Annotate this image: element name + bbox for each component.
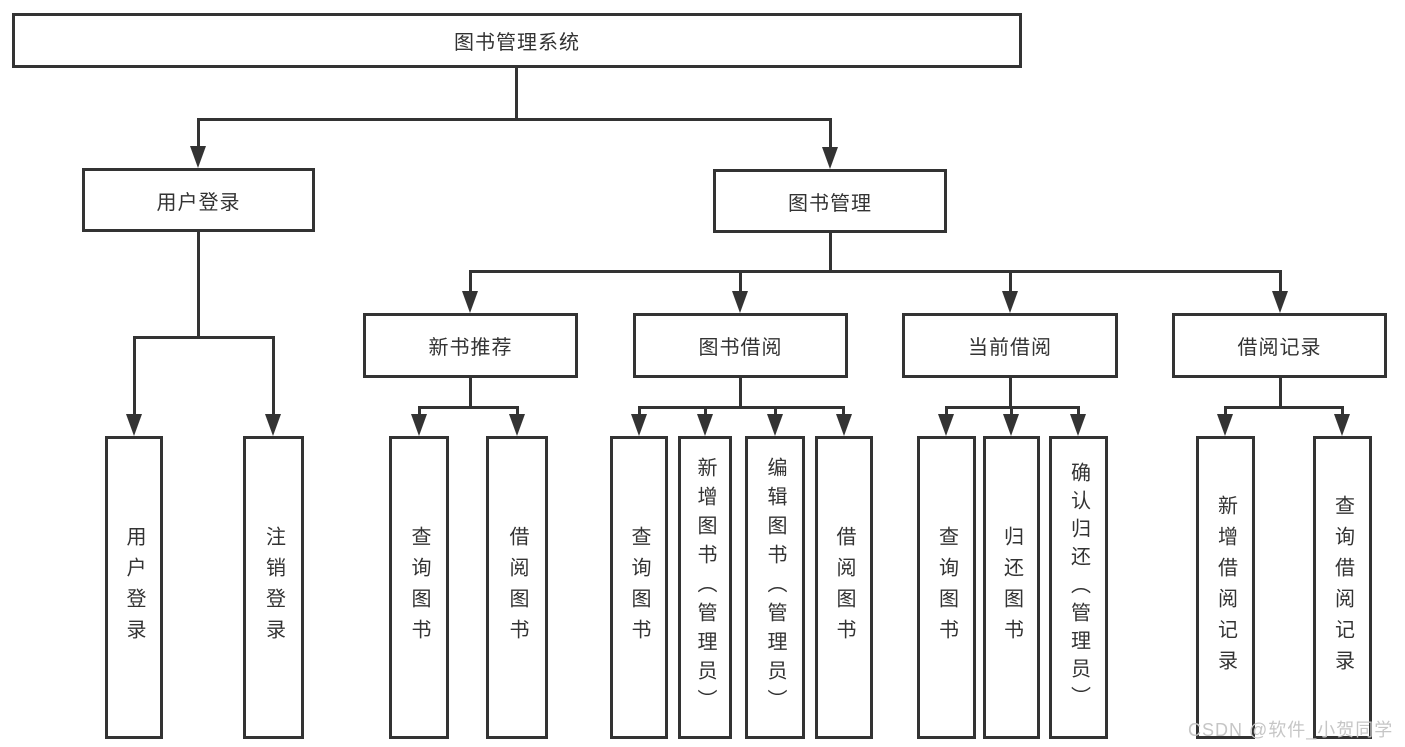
leaf-add-books-admin: 新增图书（管理员）	[678, 436, 732, 739]
leaf-user-login: 用户登录	[105, 436, 163, 739]
leaf-confirm-return-admin-label: 确认归还（管理员）	[1067, 461, 1090, 714]
node-book-mgmt-branch: 图书管理	[713, 169, 947, 233]
connector-current-stem	[1009, 270, 1012, 294]
leaf-logout: 注销登录	[243, 436, 304, 739]
leaf-edit-books-admin-label: 编辑图书（管理员）	[764, 457, 786, 718]
csdn-watermark: CSDN @软件_小贺同学	[1188, 720, 1394, 740]
leaf-add-borrow-record: 新增借阅记录	[1196, 436, 1255, 739]
connector-records-leaf2-stem	[1341, 406, 1344, 418]
node-library-system-label: 图书管理系统	[454, 32, 580, 54]
node-borrow-records: 借阅记录	[1172, 313, 1387, 378]
connector-newbook-stem	[469, 270, 472, 294]
leaf-add-books-admin-label: 新增图书（管理员）	[694, 457, 716, 718]
arrow-to-leaf-query-record	[1334, 414, 1350, 436]
node-library-system: 图书管理系统	[12, 13, 1022, 68]
connector-newbook-hline	[418, 406, 519, 409]
arrow-to-leaf-logout	[265, 414, 281, 436]
leaf-user-login-label: 用户登录	[123, 525, 145, 650]
arrow-to-book-borrow	[732, 291, 748, 313]
connector-newbook-leaf2-stem	[516, 406, 519, 418]
node-book-borrow-label: 图书借阅	[698, 337, 783, 359]
leaf-confirm-return-admin: 确认归还（管理员）	[1049, 436, 1108, 739]
connector-user-leaf1-stem	[133, 336, 136, 416]
leaf-borrow-books-2-label: 借阅图书	[833, 525, 855, 650]
connector-borrow-leaf1-stem	[638, 406, 641, 418]
leaf-return-books-label: 归还图书	[1000, 525, 1023, 650]
arrow-to-book-mgmt-branch	[822, 147, 838, 169]
arrow-to-leaf-query-books-3	[938, 414, 954, 436]
arrow-to-borrow-records	[1272, 291, 1288, 313]
leaf-edit-books-admin: 编辑图书（管理员）	[745, 436, 805, 739]
leaf-query-books-1-label: 查询图书	[408, 525, 430, 650]
connector-user-hline	[133, 336, 274, 339]
connector-user-stem	[197, 118, 200, 148]
connector-current-leaf1-stem	[945, 406, 948, 418]
arrow-to-leaf-query-books-1	[411, 414, 427, 436]
leaf-query-books-1: 查询图书	[389, 436, 449, 739]
arrow-to-leaf-borrow-books-1	[509, 414, 525, 436]
arrow-to-leaf-add-books	[697, 414, 713, 436]
connector-borrow-down	[739, 375, 742, 409]
arrow-to-new-book-rec	[462, 291, 478, 313]
leaf-borrow-books-2: 借阅图书	[815, 436, 873, 739]
connector-newbook-leaf1-stem	[418, 406, 421, 418]
connector-newbook-down	[469, 378, 472, 409]
leaf-query-books-3: 查询图书	[917, 436, 976, 739]
node-book-borrow: 图书借阅	[633, 313, 848, 378]
arrow-to-current-borrow	[1002, 291, 1018, 313]
connector-current-leaf3-stem	[1077, 406, 1080, 418]
leaf-query-books-3-label: 查询图书	[935, 525, 958, 650]
node-book-mgmt-branch-label: 图书管理	[788, 192, 872, 215]
node-user-login-branch: 用户登录	[82, 168, 315, 232]
connector-borrow-stem	[739, 270, 742, 294]
connector-mgmt-hline	[469, 270, 1281, 273]
leaf-add-borrow-record-label: 新增借阅记录	[1214, 494, 1237, 681]
leaf-query-borrow-record: 查询借阅记录	[1313, 436, 1372, 739]
leaf-query-books-2-label: 查询图书	[628, 525, 650, 650]
leaf-borrow-books-1-label: 借阅图书	[506, 525, 528, 650]
leaf-return-books: 归还图书	[983, 436, 1040, 739]
connector-borrow-leaf3-stem	[774, 406, 777, 418]
leaf-query-books-2: 查询图书	[610, 436, 668, 739]
leaf-logout-label: 注销登录	[262, 525, 285, 650]
arrow-to-leaf-add-record	[1217, 414, 1233, 436]
connector-records-down	[1279, 378, 1282, 409]
connector-user-down	[197, 232, 200, 339]
leaf-borrow-books-1: 借阅图书	[486, 436, 548, 739]
connector-borrow-hline	[638, 406, 845, 409]
connector-current-leaf2-stem	[1010, 406, 1013, 418]
arrow-to-leaf-user-login	[126, 414, 142, 436]
connector-records-hline	[1224, 406, 1344, 409]
connector-root-hline	[197, 118, 832, 121]
leaf-query-borrow-record-label: 查询借阅记录	[1331, 494, 1354, 681]
arrow-to-leaf-query-books-2	[631, 414, 647, 436]
arrow-to-leaf-confirm-return	[1070, 414, 1086, 436]
node-user-login-branch-label: 用户登录	[156, 191, 241, 214]
node-borrow-records-label: 借阅记录	[1237, 337, 1322, 359]
connector-borrow-leaf4-stem	[842, 406, 845, 418]
connector-root-vline	[515, 68, 518, 120]
arrow-to-leaf-return-books	[1003, 414, 1019, 436]
node-current-borrow-label: 当前借阅	[968, 337, 1052, 359]
connector-mgmt-down	[829, 233, 832, 273]
connector-user-leaf2-stem	[272, 336, 275, 416]
connector-records-leaf1-stem	[1224, 406, 1227, 418]
arrow-to-user-login-branch	[190, 146, 206, 168]
node-current-borrow: 当前借阅	[902, 313, 1118, 378]
arrow-to-leaf-edit-books	[767, 414, 783, 436]
node-new-book-rec-label: 新书推荐	[428, 337, 513, 359]
node-new-book-rec: 新书推荐	[363, 313, 578, 378]
connector-records-stem	[1279, 270, 1282, 294]
arrow-to-leaf-borrow-books-2	[836, 414, 852, 436]
connector-mgmt-stem	[829, 118, 832, 149]
connector-borrow-leaf2-stem	[704, 406, 707, 418]
connector-current-down	[1009, 378, 1012, 409]
